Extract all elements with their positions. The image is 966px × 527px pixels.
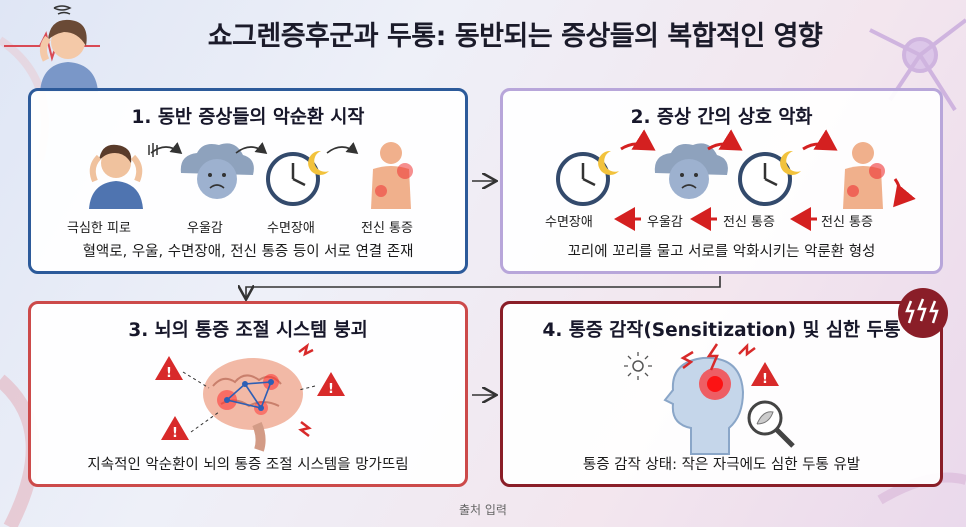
head-profile-icon xyxy=(663,356,745,455)
svg-text:!: ! xyxy=(328,382,334,397)
warning-triangle-icon: ! xyxy=(317,372,345,397)
clock-moon-icon xyxy=(738,150,801,206)
panel-sensitization-headache: 4. 통증 감작(Sensitization) 및 심한 두통 ! 통증 감작 … xyxy=(500,301,943,487)
panel-brain-pain-control-collapse: 3. 뇌의 통증 조절 시스템 붕괴 ! ! ! 지속적인 악순환이 뇌의 통증… xyxy=(28,301,468,487)
lightning-icon xyxy=(680,350,694,369)
body-pain-icon xyxy=(843,142,885,209)
sad-cloud-icon xyxy=(180,143,254,199)
warning-triangle-icon: ! xyxy=(161,416,189,441)
label-sleep-disorder: 수면장애 xyxy=(545,215,593,230)
magnifier-feather-icon xyxy=(747,400,795,448)
body-pain-icon xyxy=(371,142,413,209)
panel3-title: 3. 뇌의 통증 조절 시스템 붕괴 xyxy=(128,320,368,341)
lightning-icon xyxy=(738,342,756,357)
lightning-icon xyxy=(706,343,719,371)
label-depression: 우울감 xyxy=(647,215,683,230)
panel4-title: 4. 통증 감작(Sensitization) 및 심한 두통 xyxy=(542,320,901,341)
sun-icon xyxy=(624,352,652,380)
brain-icon xyxy=(203,358,303,452)
panel1-title: 1. 동반 증상들의 악순환 시작 xyxy=(131,107,365,128)
clock-moon-icon xyxy=(556,150,619,206)
fatigue-person-icon xyxy=(89,143,158,209)
clock-moon-icon xyxy=(266,150,329,206)
source-link[interactable]: 출처 입력 xyxy=(459,503,507,517)
svg-text:!: ! xyxy=(166,366,172,381)
lightning-icon xyxy=(298,421,312,437)
panel3-caption: 지속적인 악순환이 뇌의 통증 조절 시스템을 망가뜨림 xyxy=(87,457,409,473)
headache-person-icon xyxy=(39,5,98,92)
panel1-illustrations xyxy=(89,142,413,209)
panel2-caption: 꼬리에 꼬리를 물고 서로를 악화시키는 악룬환 형성 xyxy=(567,244,876,260)
label-body-pain: 전신 통증 xyxy=(723,215,775,230)
label-depression: 우울감 xyxy=(187,221,223,236)
label-fatigue: 극심한 피로 xyxy=(67,221,131,236)
panel-vicious-cycle-start: 1. 동반 증상들의 악순환 시작 xyxy=(28,88,468,274)
svg-text:!: ! xyxy=(172,426,178,441)
lightning-badge-icon xyxy=(898,288,948,338)
panel2-title: 2. 증상 간의 상호 악화 xyxy=(630,107,813,128)
warning-triangle-icon: ! xyxy=(751,362,779,387)
warning-triangle-icon: ! xyxy=(155,356,183,381)
panel-mutual-aggravation: 2. 증상 간의 상호 악화 xyxy=(500,88,943,274)
neuron-icon xyxy=(869,18,966,112)
panel1-caption: 혈액로, 우울, 수면장애, 전신 통증 등이 서로 연결 존재 xyxy=(82,244,414,260)
panel3-illustrations: ! ! ! xyxy=(155,342,345,452)
lightning-icon xyxy=(298,342,314,357)
panel4-illustrations: ! xyxy=(624,342,795,455)
page-title: 쇼그렌증후군과 두통: 동반되는 증상들의 복합적인 영향 xyxy=(207,21,823,52)
panel4-caption: 통증 감작 상태: 작은 자극에도 심한 두통 유발 xyxy=(582,457,861,473)
arrow-panel2-to-panel3 xyxy=(246,276,721,298)
panel2-illustrations xyxy=(556,129,916,231)
label-body-pain: 전신 통증 xyxy=(361,221,413,236)
sad-cloud-icon xyxy=(654,143,728,199)
label-body-pain-2: 전신 통증 xyxy=(821,215,873,230)
svg-text:!: ! xyxy=(762,372,768,387)
label-sleep-disorder: 수면장애 xyxy=(267,221,315,236)
